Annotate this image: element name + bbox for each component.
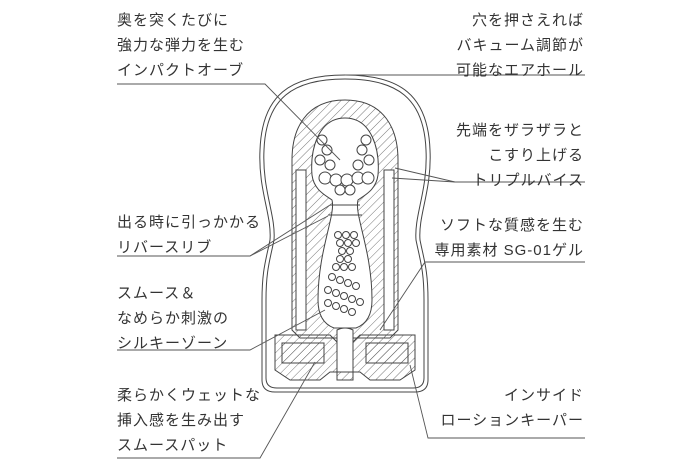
callout-line: リバースリブ bbox=[117, 239, 213, 256]
callout-line: 挿入感を生み出す bbox=[117, 412, 246, 429]
callout-line: 先端をザラザラと bbox=[455, 122, 584, 139]
outer-shell bbox=[259, 74, 431, 393]
callout-line: ソフトな質感を生む bbox=[439, 217, 584, 234]
callout-line: トリプルバイス bbox=[472, 172, 584, 189]
callout-impact-orb: 奥を突くたびに 強力な弾力を生む インパクトオーブ bbox=[117, 8, 245, 83]
callout-line: 穴を押さえれば bbox=[471, 12, 584, 29]
callout-smooth-pad: 柔らかくウェットな 挿入感を生み出す スムースパット bbox=[117, 383, 261, 458]
callout-line: スムースパット bbox=[117, 437, 229, 454]
callout-lotion-keeper: インサイド ローションキーパー bbox=[440, 383, 584, 433]
callout-line: 奥を突くたびに bbox=[117, 12, 230, 29]
callout-line: シルキーゾーン bbox=[117, 335, 229, 352]
callout-triple-vise: 先端をザラザラと こすり上げる トリプルバイス bbox=[456, 118, 584, 193]
callout-line: 出る時に引っかかる bbox=[117, 214, 262, 231]
callout-line: バキューム調節が bbox=[456, 37, 584, 54]
bubbles bbox=[314, 134, 375, 316]
leader-lines bbox=[117, 74, 585, 459]
callout-line: 強力な弾力を生む bbox=[117, 37, 246, 54]
callout-reverse-rib: 出る時に引っかかる リバースリブ bbox=[117, 210, 261, 260]
callout-line: 専用素材 SG-01ゲル bbox=[434, 242, 584, 259]
callout-line: スムース＆ bbox=[117, 285, 197, 302]
callout-line: インサイド bbox=[503, 387, 584, 404]
callout-air-hole: 穴を押さえれば バキューム調節が 可能なエアホール bbox=[456, 8, 584, 83]
callout-gel: ソフトな質感を生む 専用素材 SG-01ゲル bbox=[434, 213, 584, 263]
callout-line: インパクトオーブ bbox=[117, 62, 245, 79]
callout-line: なめらか刺激の bbox=[117, 310, 230, 327]
callout-line: 可能なエアホール bbox=[455, 62, 584, 79]
callout-line: 柔らかくウェットな bbox=[117, 387, 262, 404]
callout-silky-zone: スムース＆ なめらか刺激の シルキーゾーン bbox=[117, 281, 229, 356]
callout-line: こすり上げる bbox=[488, 147, 584, 164]
smooth-pad bbox=[281, 342, 325, 364]
callout-line: ローションキーパー bbox=[440, 412, 584, 429]
lotion-keeper bbox=[365, 342, 409, 364]
